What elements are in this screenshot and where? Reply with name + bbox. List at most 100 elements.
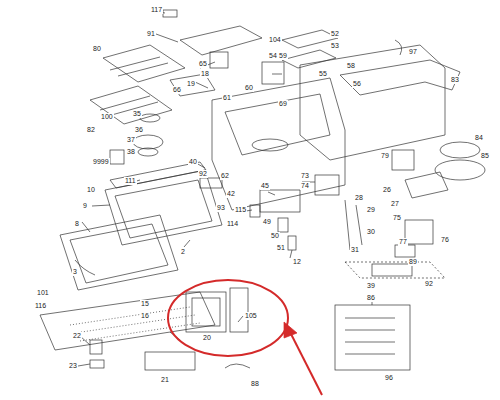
callout-number: 69 [278, 100, 288, 108]
lamp-socket [90, 340, 102, 354]
callout-number: 18 [200, 70, 210, 78]
callout-number: 56 [352, 80, 362, 88]
rack-wires [100, 57, 168, 116]
callout-number: 38 [126, 148, 136, 156]
coupler [140, 114, 160, 122]
lamp-cover [90, 360, 104, 368]
callout-number: 16 [140, 312, 150, 320]
magnetron [395, 245, 415, 257]
turntable-ring [440, 142, 480, 158]
callout-number: 21 [160, 376, 170, 384]
callout-number: 27 [390, 200, 400, 208]
diode [345, 200, 362, 250]
control-panel [186, 292, 226, 332]
callout-number: 28 [354, 194, 364, 202]
callout-number: 55 [318, 70, 328, 78]
callout-number: 96 [384, 374, 394, 382]
callout-number: 45 [260, 182, 270, 190]
fan-assembly [315, 175, 339, 195]
callout-number: 52 [330, 30, 340, 38]
switch [250, 205, 260, 217]
bracket-part [405, 172, 448, 198]
control-board [230, 288, 248, 332]
grille-part [200, 178, 222, 188]
capacitor-bracket [260, 190, 300, 212]
shelf-plate [90, 86, 172, 124]
callout-number: 3 [72, 268, 78, 276]
cavity-floor [252, 139, 288, 151]
bottom-vents [70, 307, 200, 341]
callout-number: 30 [366, 228, 376, 236]
callout-number: 76 [440, 236, 450, 244]
callout-number: 61 [222, 94, 232, 102]
callout-number: 37 [126, 136, 136, 144]
callout-number: 60 [244, 84, 254, 92]
grease-filter [145, 352, 195, 370]
pointer-arrow [290, 332, 322, 395]
callout-number: 116 [34, 302, 47, 310]
callout-number: 2 [180, 248, 186, 256]
callout-number: 20 [202, 334, 212, 342]
wire-harness [395, 40, 402, 55]
support [138, 148, 158, 156]
callout-number: 22 [72, 332, 82, 340]
callout-number: 29 [366, 206, 376, 214]
callout-number: 89 [408, 258, 418, 266]
callout-number: 75 [392, 214, 402, 222]
door-frame [60, 215, 178, 290]
callout-number: 19 [186, 80, 196, 88]
callout-number: 80 [92, 45, 102, 53]
callout-number: 83 [450, 76, 460, 84]
lamp-group [345, 262, 445, 278]
callout-number: 9 [82, 202, 88, 210]
callout-number: 93 [216, 204, 226, 212]
callout-number: 59 [278, 52, 288, 60]
door-choke [70, 224, 168, 283]
callout-number: 66 [172, 86, 182, 94]
roller [133, 135, 163, 149]
door-screen [75, 260, 95, 275]
door-outer [105, 170, 222, 245]
wire-harness-bottom [225, 364, 250, 368]
transformer [405, 220, 433, 244]
callout-number: 9999 [92, 158, 110, 166]
callout-number: 100 [100, 113, 114, 121]
callout-number: 40 [188, 158, 198, 166]
callout-number: 105 [244, 312, 258, 320]
callout-number: 82 [86, 126, 96, 134]
callout-number: 39 [366, 282, 376, 290]
callout-number: 79 [380, 152, 390, 160]
highlight-circle [168, 280, 288, 356]
top-bracket [180, 26, 262, 55]
manual [110, 150, 124, 164]
callout-number: 53 [330, 42, 340, 50]
callout-number: 8 [74, 220, 80, 228]
callout-number: 15 [140, 300, 150, 308]
callout-number: 49 [262, 218, 272, 226]
callout-number: 117 [150, 6, 163, 14]
cavity-inner [225, 94, 330, 155]
callout-number: 114 [226, 220, 239, 228]
leader-lines [78, 12, 372, 366]
callout-number: 51 [276, 244, 286, 252]
stirrer-cover [392, 150, 414, 170]
bottom-plate [40, 292, 215, 350]
thermistor [288, 236, 296, 250]
callout-number: 73 [300, 172, 310, 180]
callout-number: 92 [198, 170, 208, 178]
pointer-arrowhead [284, 322, 297, 338]
blower [262, 62, 284, 84]
callout-number: 62 [220, 172, 230, 180]
small-part [163, 10, 177, 17]
fan-motor [210, 52, 228, 68]
keypad [192, 298, 220, 326]
callout-number: 77 [398, 238, 408, 246]
door-window [115, 180, 212, 238]
hardware-items [345, 318, 395, 354]
fuse [278, 218, 288, 232]
callout-number: 111 [124, 177, 137, 185]
hardware-kit [335, 305, 410, 370]
callout-number: 23 [68, 362, 78, 370]
